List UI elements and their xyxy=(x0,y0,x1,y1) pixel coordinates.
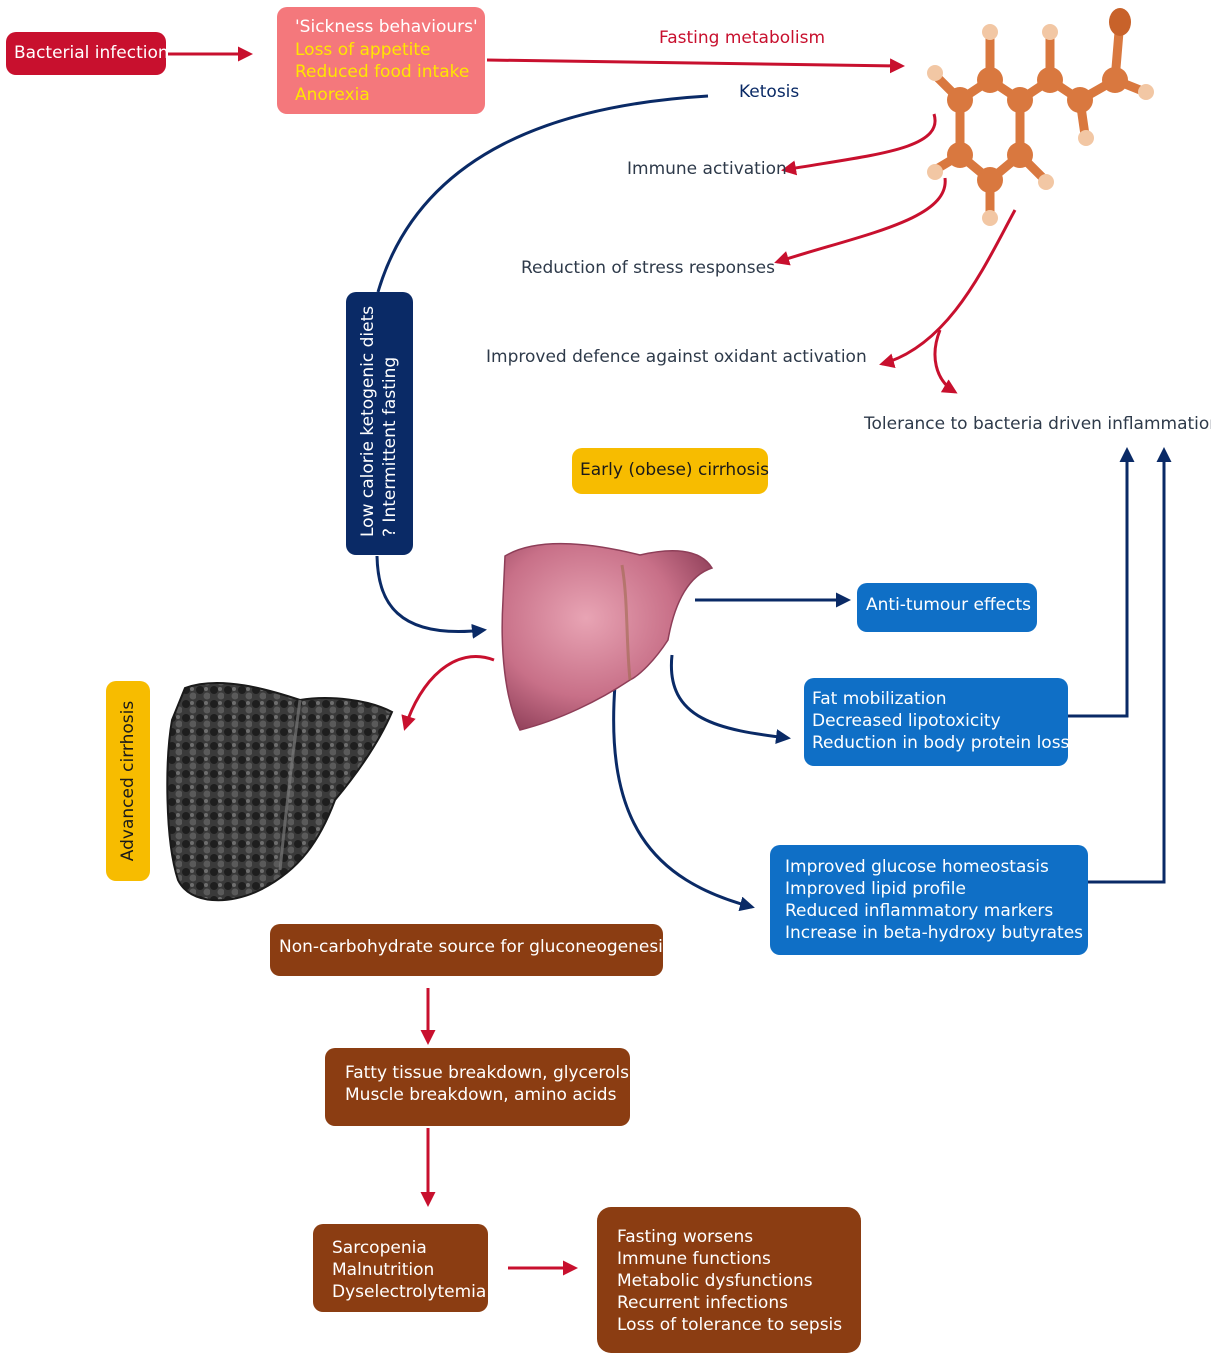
sarcopenia-line: Malnutrition xyxy=(332,1260,435,1280)
glucose-line: Improved glucose homeostasis xyxy=(785,857,1049,877)
ketosis-label: Ketosis xyxy=(739,82,800,102)
fasting-worsens-line: Metabolic dysfunctions xyxy=(617,1271,813,1291)
early-cirrhosis-label: Early (obese) cirrhosis xyxy=(580,460,770,480)
anti-tumour-label: Anti-tumour effects xyxy=(866,595,1031,615)
early-cirrhosis-box: Early (obese) cirrhosis xyxy=(572,448,770,494)
fat-mobilization-line: Fat mobilization xyxy=(812,689,947,709)
sickness-behaviours-title: 'Sickness behaviours' xyxy=(295,17,478,37)
arrow-fat-to-tolerance xyxy=(1068,447,1135,718)
arrow-liver-to-glucose xyxy=(612,684,755,912)
bacterial-infection-box: Bacterial infection xyxy=(6,32,169,75)
stress-reduction-label: Reduction of stress responses xyxy=(521,258,775,278)
curve-ketosis-to-diet xyxy=(376,94,709,293)
arrow-to-stress-reduction xyxy=(774,177,947,266)
immune-activation-label: Immune activation xyxy=(627,159,787,179)
fat-mobilization-line: Reduction in body protein loss xyxy=(812,733,1070,753)
sickness-item: Reduced food intake xyxy=(295,62,470,82)
breakdown-box: Fatty tissue breakdown, glycerols Muscle… xyxy=(325,1048,630,1126)
sickness-item: Loss of appetite xyxy=(295,39,431,60)
arrow-to-advanced-cirrhosis xyxy=(401,655,495,731)
non-carbohydrate-label: Non-carbohydrate source for gluconeogene… xyxy=(279,937,672,957)
arrow-glucose-to-tolerance xyxy=(1088,447,1172,884)
anti-tumour-box: Anti-tumour effects xyxy=(857,583,1037,632)
arrow-sickness-to-molecule xyxy=(486,58,905,74)
sickness-behaviours-box: 'Sickness behaviours' Loss of appetite R… xyxy=(277,7,485,114)
glucose-line: Improved lipid profile xyxy=(785,879,966,899)
glucose-homeostasis-box: Improved glucose homeostasis Improved li… xyxy=(770,845,1088,955)
ketogenic-line2: ? Intermittent fasting xyxy=(380,356,400,537)
glucose-line: Increase in beta-hydroxy butyrates xyxy=(785,923,1084,943)
advanced-cirrhosis-box: Advanced cirrhosis xyxy=(106,681,150,881)
arrow-to-oxidant-defence xyxy=(879,209,1017,368)
fasting-worsens-box: Fasting worsens Immune functions Metabol… xyxy=(597,1207,861,1353)
bacterial-infection-label: Bacterial infection xyxy=(14,43,169,63)
glucose-line: Reduced inflammatory markers xyxy=(785,901,1054,921)
ketogenic-diet-box: Low calorie ketogenic diets ? Intermitte… xyxy=(346,292,413,555)
oxidant-defence-label: Improved defence against oxidant activat… xyxy=(486,347,867,367)
arrow-to-tolerance xyxy=(933,329,958,394)
breakdown-line: Fatty tissue breakdown, glycerols xyxy=(345,1063,629,1083)
sarcopenia-box: Sarcopenia Malnutrition Dyselectrolytemi… xyxy=(313,1224,488,1312)
sarcopenia-line: Sarcopenia xyxy=(332,1238,427,1258)
advanced-cirrhosis-label: Advanced cirrhosis xyxy=(118,700,138,862)
fasting-worsens-line: Loss of tolerance to sepsis xyxy=(617,1315,843,1335)
arrow-liver-to-fat xyxy=(669,654,791,745)
fasting-worsens-line: Immune functions xyxy=(617,1249,771,1269)
sickness-item: Anorexia xyxy=(295,84,370,105)
fasting-worsens-line: Fasting worsens xyxy=(617,1227,754,1247)
sarcopenia-line: Dyselectrolytemia xyxy=(332,1282,487,1302)
fat-mobilization-box: Fat mobilization Decreased lipotoxicity … xyxy=(804,678,1070,766)
ketogenic-line1: Low calorie ketogenic diets xyxy=(358,305,378,537)
non-carbohydrate-box: Non-carbohydrate source for gluconeogene… xyxy=(270,924,672,976)
arrow-to-immune-activation xyxy=(781,113,937,176)
breakdown-line: Muscle breakdown, amino acids xyxy=(345,1085,617,1105)
tolerance-label: Tolerance to bacteria driven inflammatio… xyxy=(864,414,1211,434)
fasting-metabolism-label: Fasting metabolism xyxy=(659,28,826,48)
fasting-worsens-line: Recurrent infections xyxy=(617,1293,788,1313)
arrow-diet-to-liver xyxy=(375,555,487,639)
fat-mobilization-line: Decreased lipotoxicity xyxy=(812,711,1001,731)
